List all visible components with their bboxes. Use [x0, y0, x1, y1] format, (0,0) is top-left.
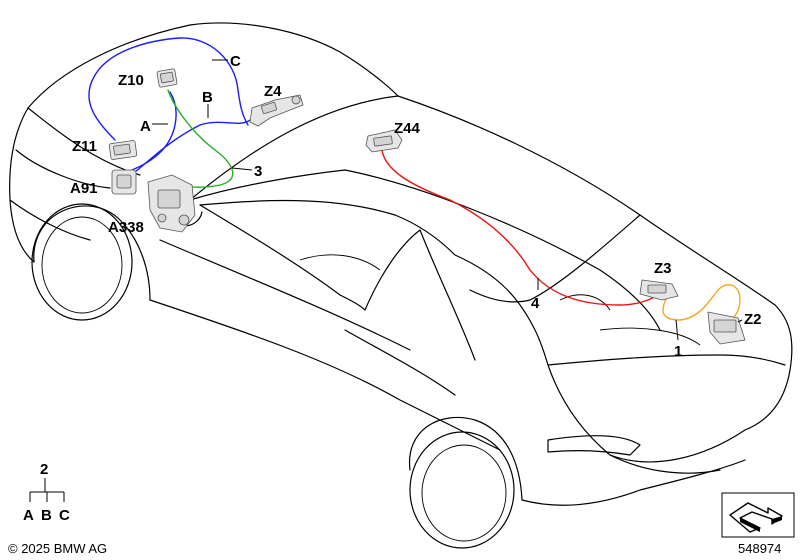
label-a91: A91 [70, 180, 98, 197]
component-z10 [156, 68, 178, 88]
copyright-text: © 2025 BMW AG [8, 541, 107, 556]
legend-2: 2 [40, 461, 48, 478]
label-z10: Z10 [118, 72, 144, 89]
label-b: B [202, 89, 213, 106]
legend-a: A [23, 507, 34, 524]
wiring-harnesses [88, 37, 741, 323]
label-z2: Z2 [744, 311, 762, 328]
label-z11: Z11 [72, 138, 97, 155]
wire-4-red [381, 149, 666, 306]
label-3: 3 [254, 163, 262, 180]
label-1: 1 [674, 343, 682, 360]
label-z44: Z44 [394, 120, 421, 137]
legend-b: B [41, 507, 52, 524]
component-z44 [365, 129, 403, 153]
label-z3: Z3 [654, 260, 672, 277]
legend-c: C [59, 507, 70, 524]
car-body-outline [9, 22, 793, 549]
component-z3 [639, 279, 679, 301]
label-a: A [140, 118, 151, 135]
component-z11 [108, 140, 138, 160]
components [108, 68, 746, 345]
component-z4 [249, 94, 304, 127]
component-a91 [111, 169, 137, 195]
label-z4: Z4 [264, 83, 282, 100]
label-a338: A338 [108, 219, 144, 236]
wire-3-green [167, 89, 234, 188]
wire-b-blue [134, 119, 251, 173]
component-a338 [147, 174, 196, 233]
wire-c-blue [88, 37, 249, 141]
leader-lines [152, 59, 743, 341]
label-4: 4 [531, 295, 540, 312]
legend-tree: 2 A B C [23, 461, 70, 524]
component-z2 [707, 311, 746, 345]
label-c: C [230, 53, 241, 70]
part-labels: C Z10 B Z4 A Z11 3 A91 A338 Z44 Z3 4 Z2 … [70, 53, 762, 360]
wire-a-blue [117, 91, 177, 176]
direction-arrow-icon [721, 492, 795, 538]
wire-1-orange [662, 284, 741, 323]
diagram-number: 548974 [738, 541, 781, 556]
